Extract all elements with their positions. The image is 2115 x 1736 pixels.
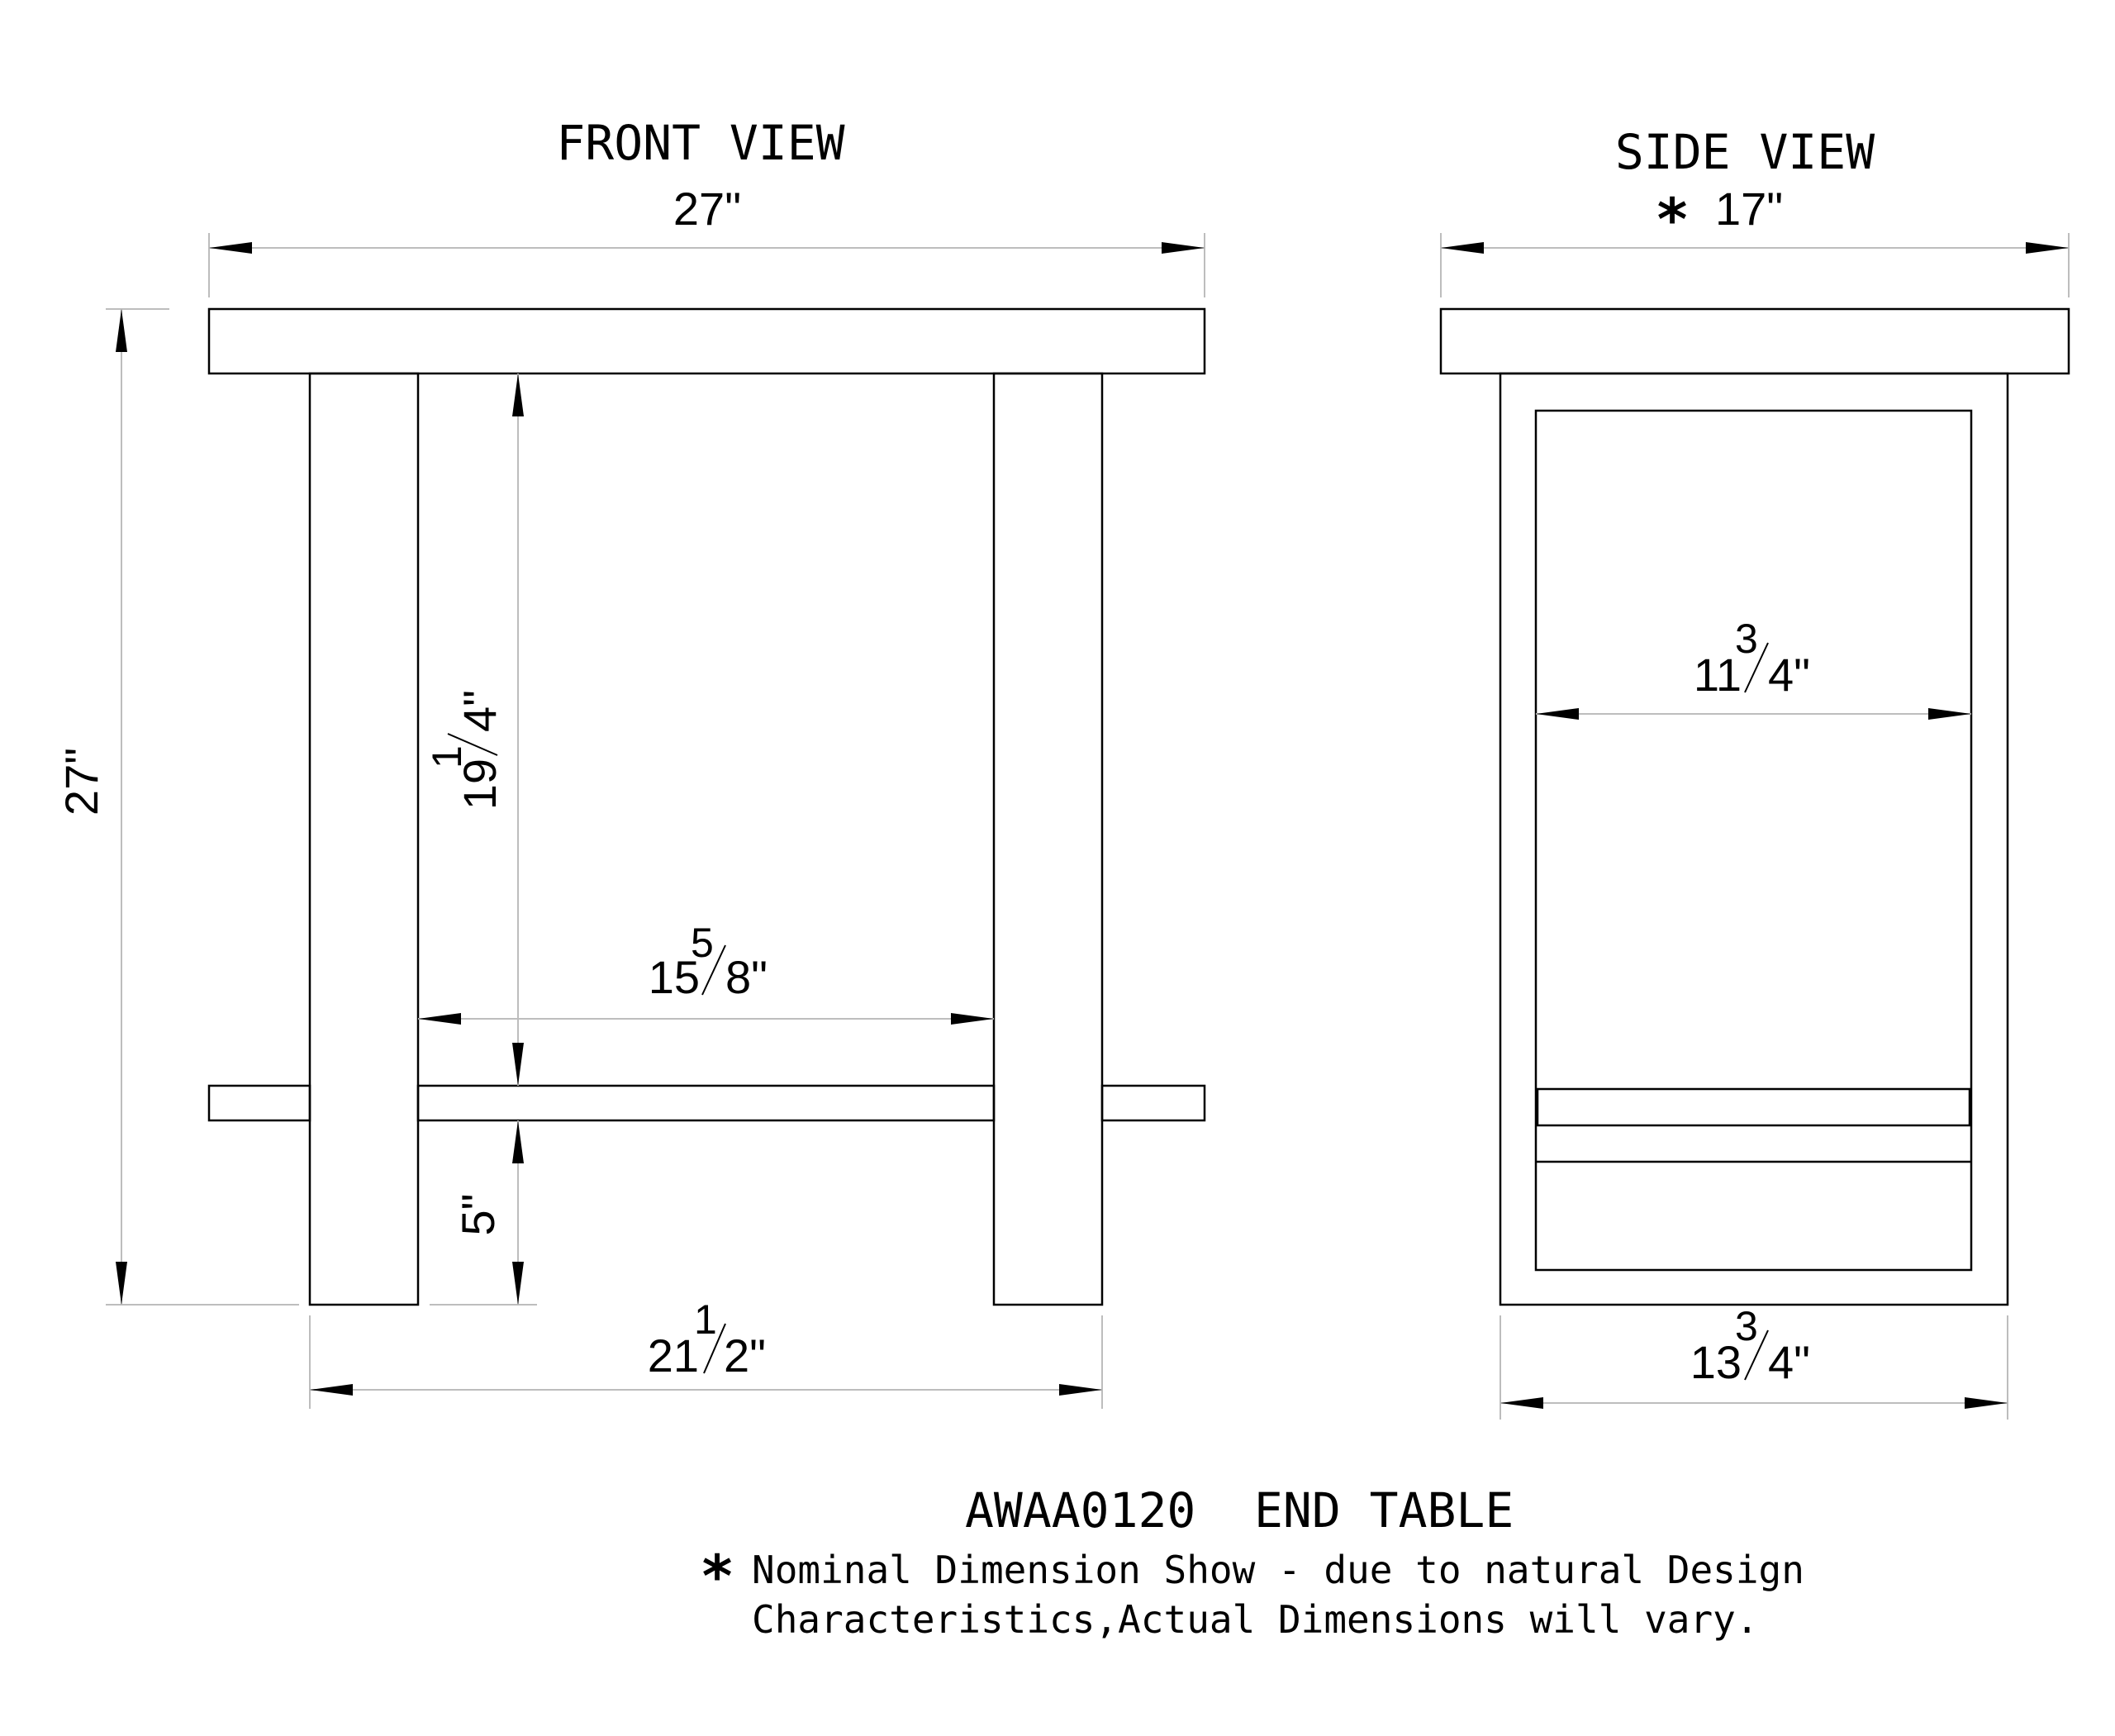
front-leg-span-numerator: 1 xyxy=(694,1296,717,1343)
front-shelf-height-label: 5" xyxy=(452,1193,504,1235)
footer: AWAA0120 END TABLE * Nominal Dimension S… xyxy=(702,1482,1804,1642)
front-height-label: 27" xyxy=(55,748,107,816)
front-leg-span-dimension: 21 1 2" xyxy=(309,1296,1103,1409)
front-shelf xyxy=(416,1084,996,1122)
front-shelf-right-end xyxy=(1100,1084,1206,1122)
side-view-title: SIDE VIEW xyxy=(1615,124,1875,180)
front-right-leg xyxy=(992,372,1104,1306)
side-base-depth-numerator: 3 xyxy=(1735,1303,1758,1349)
front-leg-span-whole: 21 xyxy=(648,1329,699,1382)
side-depth-asterisk: * xyxy=(1657,186,1688,254)
side-depth-label: 17" xyxy=(1715,183,1783,235)
front-left-leg xyxy=(308,372,420,1306)
front-width-label: 27" xyxy=(673,183,741,235)
front-clearance-denominator: 4" xyxy=(454,690,506,732)
front-height-dimension: 27" xyxy=(55,308,299,1306)
side-base-depth-whole: 13 xyxy=(1690,1336,1742,1388)
side-frame-inner xyxy=(1534,409,1973,1272)
model-number: AWAA0120 xyxy=(965,1482,1195,1539)
front-clearance-whole: 19 xyxy=(454,759,506,810)
front-shelf-left-end xyxy=(207,1084,311,1122)
side-depth-dimension: * 17" xyxy=(1440,183,2070,297)
side-frame-outer xyxy=(1499,372,2009,1306)
note-line-1: Nominal Dimension Show - due to natural … xyxy=(752,1548,1804,1592)
product-name: END TABLE xyxy=(1254,1482,1514,1539)
front-view-title: FRONT VIEW xyxy=(556,115,844,171)
front-inner-width-dimension: 15 5 8" xyxy=(418,920,994,1025)
front-tabletop xyxy=(207,307,1206,375)
side-base-depth-dimension: 13 3 4" xyxy=(1500,1303,2008,1420)
side-inner-depth-dimension: 11 3 4" xyxy=(1536,616,1971,720)
front-clearance-numerator: 1 xyxy=(424,745,470,768)
front-inner-width-denominator: 8" xyxy=(725,951,768,1003)
note-asterisk: * xyxy=(702,1543,733,1610)
side-tabletop xyxy=(1439,307,2070,375)
front-leg-span-denominator: 2" xyxy=(724,1329,766,1382)
front-inner-width-numerator: 5 xyxy=(691,920,714,966)
note-line-2: Characteristics,Actual Dimensions will v… xyxy=(752,1597,1759,1642)
side-base-depth-denominator: 4" xyxy=(1768,1336,1810,1388)
side-shelf xyxy=(1536,1087,1971,1127)
side-view: SIDE VIEW * 17" 11 3 4" 13 3 xyxy=(1439,124,2070,1420)
front-inner-width-whole: 15 xyxy=(649,951,700,1003)
front-clearance-dimension: 19 1 4" xyxy=(424,373,524,1086)
side-inner-depth-whole: 11 xyxy=(1694,649,1742,701)
front-width-dimension: 27" xyxy=(208,183,1205,297)
side-inner-depth-denominator: 4" xyxy=(1768,649,1810,701)
front-view: FRONT VIEW 27" 27" 19 1 xyxy=(55,115,1206,1409)
side-inner-depth-numerator: 3 xyxy=(1735,616,1758,662)
front-shelf-height-dimension: 5" xyxy=(430,1120,537,1306)
